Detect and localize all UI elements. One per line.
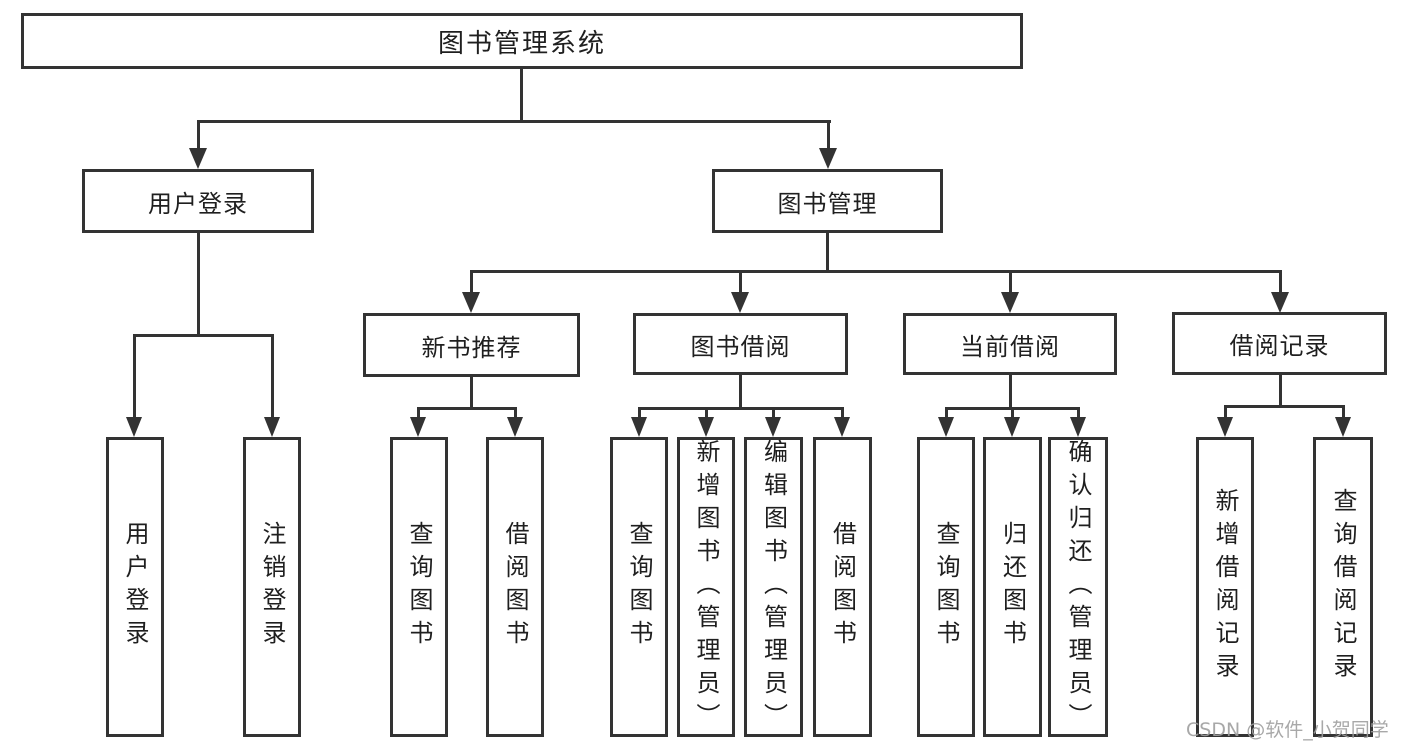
node-label: 图书管理系统	[437, 28, 606, 59]
leaf-label: 用户登录	[121, 521, 149, 653]
arrow-down-leaf	[1004, 417, 1020, 437]
leaf-label: 编辑图书（管理员）	[759, 438, 788, 736]
connector-leaf-drop	[1342, 405, 1345, 419]
leaf-user-login: 用户登录	[106, 437, 164, 737]
arrow-down-new-book	[462, 292, 480, 313]
connector-userlogin-bus	[133, 334, 274, 337]
connector-leaf-drop	[271, 334, 274, 419]
leaf-label: 查询图书	[625, 521, 653, 653]
connector-book-mgmt-drop	[827, 120, 830, 150]
arrow-down-leaf	[765, 417, 781, 437]
leaf-label: 新增借阅记录	[1211, 488, 1239, 686]
leaf-label: 借阅图书	[501, 521, 529, 653]
leaf-add-borrow-record: 新增借阅记录	[1196, 437, 1254, 737]
node-book-borrowing: 图书借阅	[633, 313, 848, 375]
node-label: 图书借阅	[690, 332, 791, 361]
connector-leaf-drop	[514, 407, 517, 419]
leaf-label: 新增图书（管理员）	[692, 438, 720, 736]
leaf-return-book: 归还图书	[983, 437, 1042, 737]
arrow-down-current-borrow	[1001, 292, 1019, 313]
node-label: 借阅记录	[1229, 332, 1330, 360]
leaf-edit-book-admin: 编辑图书（管理员）	[744, 437, 803, 737]
connector-currentborrow-stem	[1009, 375, 1012, 410]
connector-leaf-drop	[705, 407, 708, 419]
connector-leaf-drop	[841, 407, 844, 419]
connector-level2-bus	[197, 120, 831, 123]
arrow-down-leaf	[698, 417, 714, 437]
node-root-library-system: 图书管理系统	[21, 13, 1023, 69]
connector-bookborrow-stem	[739, 375, 742, 410]
node-borrowing-records: 借阅记录	[1172, 312, 1387, 375]
leaf-query-books-borrow: 查询图书	[610, 437, 668, 737]
connector-leaf-drop	[1077, 407, 1080, 419]
connector-l3-drop	[470, 270, 473, 293]
node-label: 当前借阅	[960, 332, 1060, 361]
arrow-down-leaf	[410, 417, 426, 437]
arrow-down-leaf	[834, 417, 850, 437]
connector-root-stem	[520, 69, 523, 123]
arrow-down-book-mgmt	[819, 148, 837, 169]
connector-borrowrecord-stem	[1279, 375, 1282, 408]
arrow-down-leaf	[507, 417, 523, 437]
connector-l3-drop	[1279, 270, 1282, 293]
connector-newbook-bus	[417, 407, 517, 410]
connector-leaf-drop	[1224, 405, 1227, 419]
node-new-book-recommend: 新书推荐	[363, 313, 580, 377]
connector-level3-bus	[470, 270, 1281, 273]
leaf-borrow-books: 借阅图书	[813, 437, 872, 737]
leaf-query-books-newbook: 查询图书	[390, 437, 448, 737]
leaf-label: 确认归还（管理员）	[1064, 438, 1092, 736]
arrow-down-leaf-logout	[264, 417, 280, 437]
leaf-query-books-current: 查询图书	[917, 437, 975, 737]
leaf-borrow-books-newbook: 借阅图书	[486, 437, 544, 737]
leaf-label: 查询借阅记录	[1329, 488, 1357, 686]
arrow-down-leaf	[631, 417, 647, 437]
connector-newbook-stem	[470, 377, 473, 410]
connector-userlogin-stem	[197, 233, 200, 337]
arrow-down-user-login	[189, 148, 207, 169]
leaf-label: 查询图书	[932, 521, 960, 653]
connector-borrowrecord-bus	[1224, 405, 1344, 408]
arrow-down-leaf	[1217, 417, 1233, 437]
csdn-watermark: CSDN @软件_小贺同学	[1186, 719, 1389, 741]
node-book-management: 图书管理	[712, 169, 943, 233]
connector-leaf-drop	[417, 407, 420, 419]
connector-bookmgmt-stem	[826, 233, 829, 273]
connector-l3-drop	[739, 270, 742, 293]
connector-leaf-drop	[638, 407, 641, 419]
leaf-label: 借阅图书	[828, 521, 857, 653]
arrow-down-borrow-record	[1271, 292, 1289, 313]
leaf-label: 归还图书	[998, 521, 1027, 653]
leaf-label: 查询图书	[405, 521, 433, 653]
connector-leaf-drop	[772, 407, 775, 419]
leaf-logout: 注销登录	[243, 437, 301, 737]
arrow-down-leaf-user-login	[126, 417, 142, 437]
leaf-query-borrow-record: 查询借阅记录	[1313, 437, 1373, 737]
connector-bookborrow-bus	[638, 407, 843, 410]
connector-user-login-drop	[197, 120, 200, 150]
leaf-label: 注销登录	[258, 521, 286, 653]
connector-leaf-drop	[133, 334, 136, 419]
connector-leaf-drop	[1011, 407, 1014, 419]
node-label: 图书管理	[777, 189, 878, 218]
node-label: 新书推荐	[421, 333, 522, 362]
node-label: 用户登录	[148, 189, 248, 218]
connector-l3-drop	[1009, 270, 1012, 293]
leaf-confirm-return-admin: 确认归还（管理员）	[1048, 437, 1108, 737]
arrow-down-leaf	[938, 417, 954, 437]
arrow-down-leaf	[1335, 417, 1351, 437]
arrow-down-leaf	[1070, 417, 1086, 437]
connector-leaf-drop	[945, 407, 948, 419]
node-user-login: 用户登录	[82, 169, 314, 233]
leaf-add-book-admin: 新增图书（管理员）	[677, 437, 735, 737]
arrow-down-book-borrow	[731, 292, 749, 313]
node-current-borrowing: 当前借阅	[903, 313, 1117, 375]
